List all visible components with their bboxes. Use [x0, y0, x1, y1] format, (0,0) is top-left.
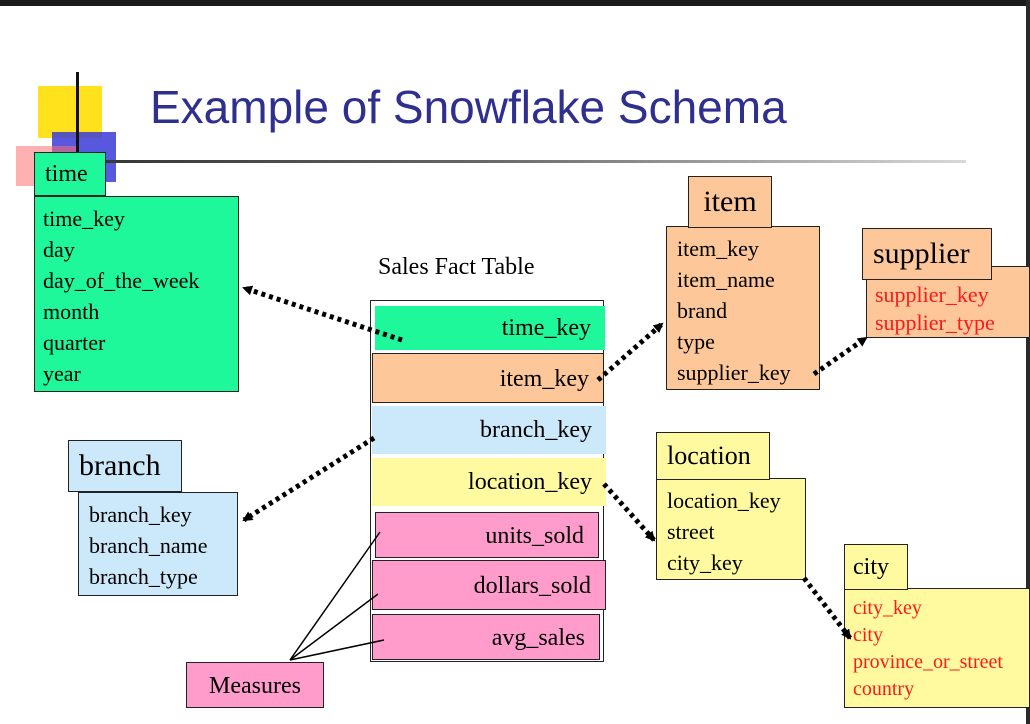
- city-field: province_or_street: [853, 651, 1003, 673]
- city-field: city_key: [853, 597, 922, 619]
- item-field: item_key: [677, 236, 759, 261]
- time-table-fields: time_key day day_of_the_week month quart…: [34, 196, 239, 392]
- fact-key-item: item_key: [372, 353, 604, 403]
- time-field: month: [43, 299, 100, 324]
- branch-field: branch_name: [89, 533, 208, 558]
- time-field: time_key: [43, 206, 125, 231]
- fact-measure-avg-sales: avg_sales: [372, 614, 600, 660]
- fact-measure-dollars-sold: dollars_sold: [372, 560, 606, 610]
- decorative-horizontal-line: [76, 160, 966, 163]
- item-table-fields: item_key item_name brand type supplier_k…: [666, 226, 820, 390]
- fact-key-location: location_key: [372, 458, 606, 506]
- branch-table-fields: branch_key branch_name branch_type: [78, 492, 238, 596]
- time-field: day_of_the_week: [43, 268, 200, 293]
- arrow-fact-to-item: [596, 322, 664, 382]
- city-table-header: city: [844, 544, 908, 590]
- time-field: quarter: [43, 330, 106, 355]
- location-table-header: location: [656, 432, 770, 480]
- arrow-item-to-supplier: [812, 335, 868, 377]
- location-field: street: [667, 519, 715, 544]
- location-table-fields: location_key street city_key: [656, 478, 806, 580]
- fact-measure-units-sold: units_sold: [375, 512, 599, 558]
- window-right-border: [1026, 0, 1030, 724]
- supplier-field: supplier_key: [875, 282, 989, 307]
- city-field: country: [853, 678, 915, 700]
- supplier-table-header: supplier: [862, 228, 992, 280]
- measures-label: Measures: [186, 662, 324, 708]
- location-field: location_key: [667, 488, 781, 513]
- decorative-vertical-line: [76, 72, 79, 192]
- arrow-fact-to-location: [602, 482, 656, 542]
- measures-line-units: [289, 531, 381, 661]
- city-field: city: [853, 624, 883, 646]
- branch-table-header: branch: [68, 440, 182, 492]
- location-field: city_key: [667, 550, 743, 575]
- item-field: brand: [677, 298, 728, 323]
- branch-field: branch_key: [89, 502, 192, 527]
- fact-key-time: time_key: [375, 306, 605, 350]
- arrow-fact-to-branch: [242, 435, 376, 523]
- time-field: year: [43, 361, 81, 386]
- supplier-field: supplier_type: [875, 310, 995, 335]
- branch-field: branch_type: [89, 564, 198, 589]
- decorative-yellow-square: [38, 86, 102, 138]
- item-field: item_name: [677, 267, 775, 292]
- item-table-header: item: [688, 176, 772, 228]
- fact-table-label: Sales Fact Table: [378, 254, 535, 280]
- item-field: type: [677, 329, 715, 354]
- time-field: day: [43, 237, 75, 262]
- item-field: supplier_key: [677, 360, 791, 385]
- fact-key-branch: branch_key: [372, 406, 606, 454]
- measures-line-dollars: [289, 593, 379, 661]
- time-table-header: time: [34, 152, 106, 196]
- window-top-border: [0, 0, 1030, 6]
- city-table-fields: city_key city province_or_street country: [844, 588, 1030, 708]
- slide-title: Example of Snowflake Schema: [150, 81, 787, 133]
